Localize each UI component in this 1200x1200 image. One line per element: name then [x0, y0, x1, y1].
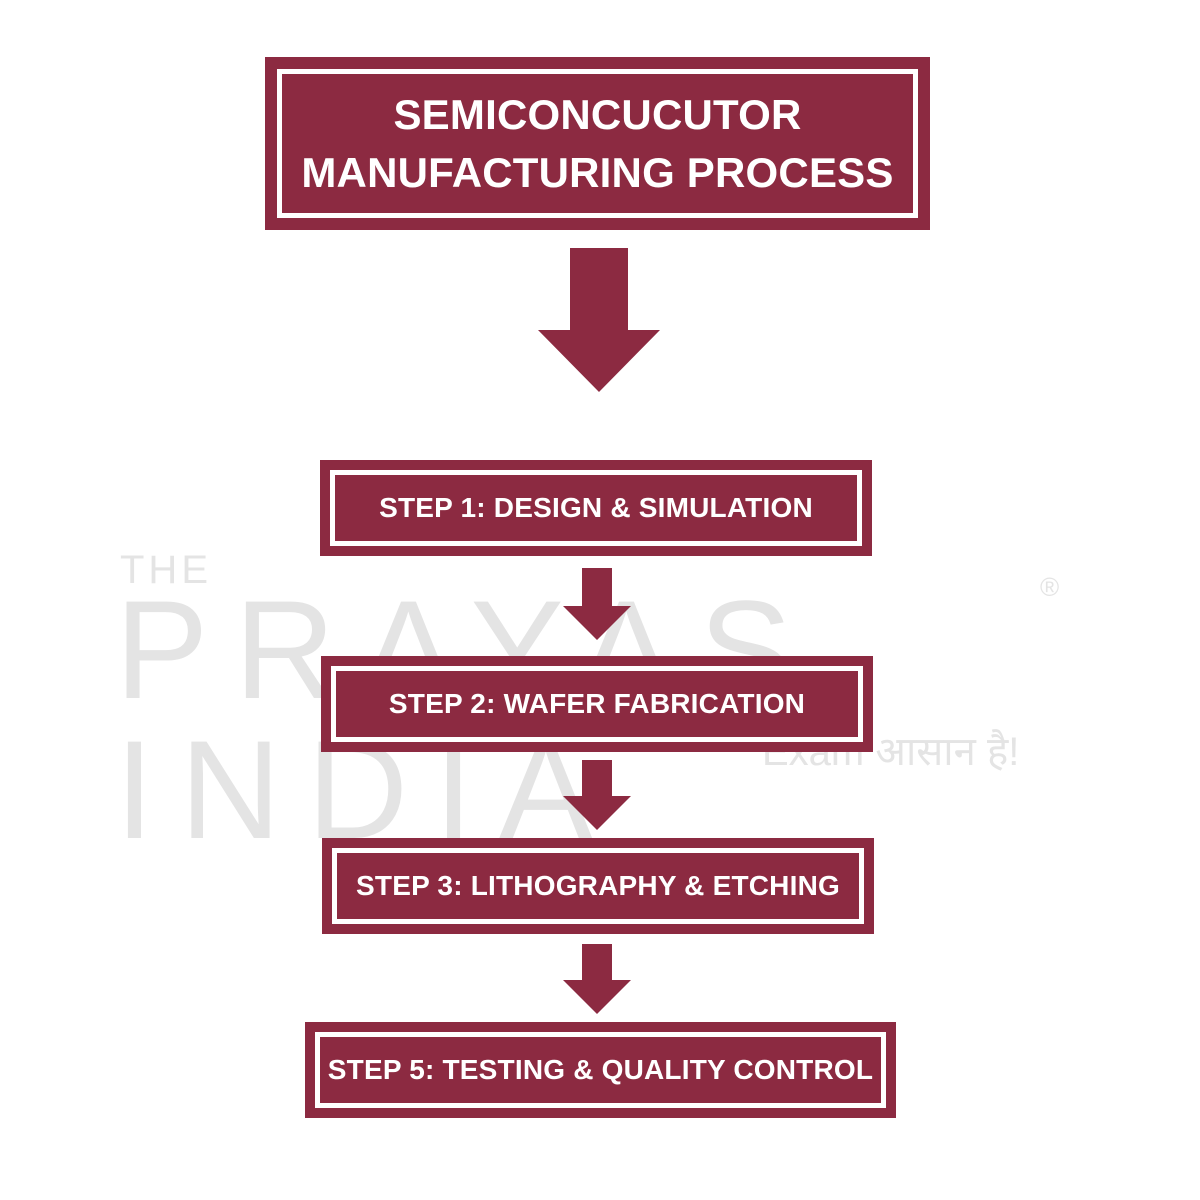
- step-box-5: STEP 5: TESTING & QUALITY CONTROL: [305, 1022, 896, 1118]
- arrow-down-icon: [563, 760, 631, 830]
- step-box-inner-border: STEP 1: DESIGN & SIMULATION: [330, 470, 862, 546]
- arrow-down-icon: [563, 568, 631, 640]
- title-box: SEMICONCUCUTOR MANUFACTURING PROCESS: [265, 57, 930, 230]
- step-box-inner-border: STEP 3: LITHOGRAPHY & ETCHING: [332, 848, 864, 924]
- step-box-3: STEP 3: LITHOGRAPHY & ETCHING: [322, 838, 874, 934]
- arrow-down-icon: [563, 944, 631, 1014]
- step-label: STEP 1: DESIGN & SIMULATION: [379, 492, 813, 523]
- step-box-1: STEP 1: DESIGN & SIMULATION: [320, 460, 872, 556]
- step-box-2: STEP 2: WAFER FABRICATION: [321, 656, 873, 752]
- step-label: STEP 3: LITHOGRAPHY & ETCHING: [356, 870, 840, 901]
- diagram-title: SEMICONCUCUTOR MANUFACTURING PROCESS: [301, 90, 894, 196]
- step-box-inner-border: STEP 5: TESTING & QUALITY CONTROL: [315, 1032, 886, 1108]
- step-box-inner-border: STEP 2: WAFER FABRICATION: [331, 666, 863, 742]
- step-label: STEP 5: TESTING & QUALITY CONTROL: [327, 1054, 874, 1085]
- arrow-down-icon: [538, 248, 660, 392]
- step-label: STEP 2: WAFER FABRICATION: [388, 688, 806, 719]
- title-box-inner-border: SEMICONCUCUTOR MANUFACTURING PROCESS: [277, 69, 918, 218]
